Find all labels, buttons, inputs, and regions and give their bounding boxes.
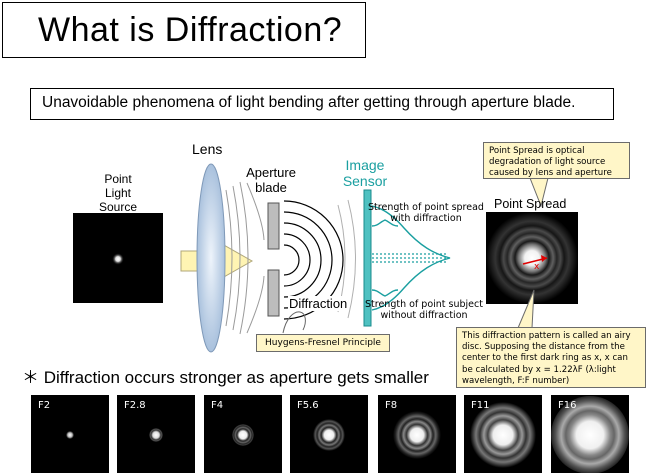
airy-pattern-f2-8 [149, 428, 163, 442]
title-box [2, 2, 366, 58]
fstop-label: F2 [38, 400, 51, 411]
subtitle-box [30, 88, 614, 120]
diffraction-label: Diffraction [288, 296, 349, 311]
fstop-thumb-f8: F8 [378, 395, 456, 473]
lens [196, 163, 226, 353]
airy-pattern-f16 [551, 396, 629, 473]
subtitle: Unavoidable phenomena of light bending a… [42, 94, 576, 111]
radius-x-label: x [534, 262, 540, 272]
airy-pattern-f11 [470, 402, 536, 468]
page-title: What is Diffraction? [38, 11, 343, 49]
no-diffraction-lines [372, 253, 447, 263]
aperture-blade-top [267, 202, 280, 250]
airy-disc [486, 212, 578, 304]
fstop-label: F5.6 [297, 400, 319, 411]
light-dot [112, 253, 124, 265]
diffracted-arcs [283, 200, 344, 320]
bottom-caption: ＊ Diffraction occurs stronger as apertur… [22, 368, 429, 387]
aperture-blade-label: Aperture blade [246, 165, 296, 195]
point-light-source-label: Point Light Source [98, 172, 138, 214]
fstop-thumb-f2: F2 [31, 395, 109, 473]
aperture-blade-bottom [267, 269, 280, 317]
fstop-thumb-f2-8: F2.8 [117, 395, 195, 473]
fstop-label: F16 [558, 400, 577, 411]
image-sensor-label: Image Sensor [342, 157, 388, 189]
image-sensor [363, 189, 372, 327]
strength-without-diffraction-label: Strength of point subject without diffra… [365, 299, 483, 321]
airy-pattern-f2 [66, 431, 74, 439]
wavefront-arcs [225, 181, 265, 335]
huygens-fresnel-label: Huygens-Fresnel Principle [256, 334, 390, 352]
point-spread-label: Point Spread [494, 197, 567, 211]
fstop-label: F8 [385, 400, 398, 411]
lens-label: Lens [192, 141, 223, 157]
airy-pattern-f4 [232, 424, 254, 446]
fstop-thumb-f4: F4 [204, 395, 282, 473]
airy-pattern-f8 [393, 411, 441, 459]
fstop-label: F4 [211, 400, 224, 411]
strength-with-diffraction-label: Strength of point spread with diffractio… [368, 202, 484, 224]
fstop-label: F2.8 [124, 400, 146, 411]
fstop-label: F11 [471, 400, 490, 411]
radius-arrowhead [541, 255, 547, 262]
fstop-thumb-f11: F11 [464, 395, 542, 473]
fstop-thumb-f16: F16 [551, 395, 629, 473]
airy-disc-callout: This diffraction pattern is called an ai… [456, 327, 646, 388]
airy-pattern-f5-6 [313, 419, 345, 451]
point-spread-callout: Point Spread is optical degradation of l… [483, 142, 630, 179]
intensity-curves [371, 205, 451, 311]
huygens-pointer [282, 311, 306, 334]
fstop-thumb-f5-6: F5.6 [290, 395, 368, 473]
